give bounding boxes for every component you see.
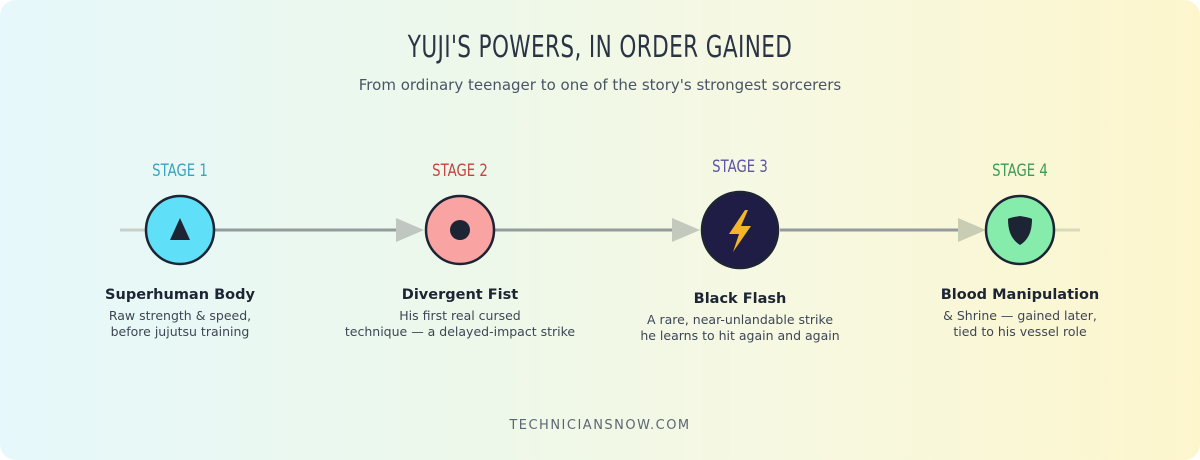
arrowhead-2-3 xyxy=(672,218,700,242)
stage-2-description: His first real cursed technique — a dela… xyxy=(344,308,576,339)
arrowhead-1-2 xyxy=(396,218,424,242)
stage-4-label: STAGE 4 xyxy=(992,161,1048,181)
shield-icon xyxy=(1008,216,1032,245)
stage-3-title: Black Flash xyxy=(693,291,787,307)
stage-3-label: STAGE 3 xyxy=(712,157,768,177)
triangle-icon xyxy=(170,218,190,240)
stage-3-description: A rare, near-unlandable strike he learns… xyxy=(640,312,840,343)
stage-1-label: STAGE 1 xyxy=(152,161,208,181)
stage-1-title: Superhuman Body xyxy=(105,287,255,303)
stage-2-title: Divergent Fist xyxy=(401,287,519,303)
stage-4-description: & Shrine — gained later, tied to his ves… xyxy=(943,308,1097,339)
diagram-subtitle: From ordinary teenager to one of the sto… xyxy=(358,76,842,94)
stage-2-label: STAGE 2 xyxy=(432,161,488,181)
arrowhead-3-4 xyxy=(958,218,986,242)
stage-4-title: Blood Manipulation xyxy=(940,287,1100,303)
dot-icon xyxy=(450,220,470,240)
site-credit: TECHNICIANSNOW.COM xyxy=(509,418,691,433)
diagram-title: Yuji's Powers, in Order Gained xyxy=(407,30,793,65)
stage-1-description: Raw strength & speed, before jujutsu tra… xyxy=(108,308,252,339)
lightning-icon xyxy=(729,210,751,252)
